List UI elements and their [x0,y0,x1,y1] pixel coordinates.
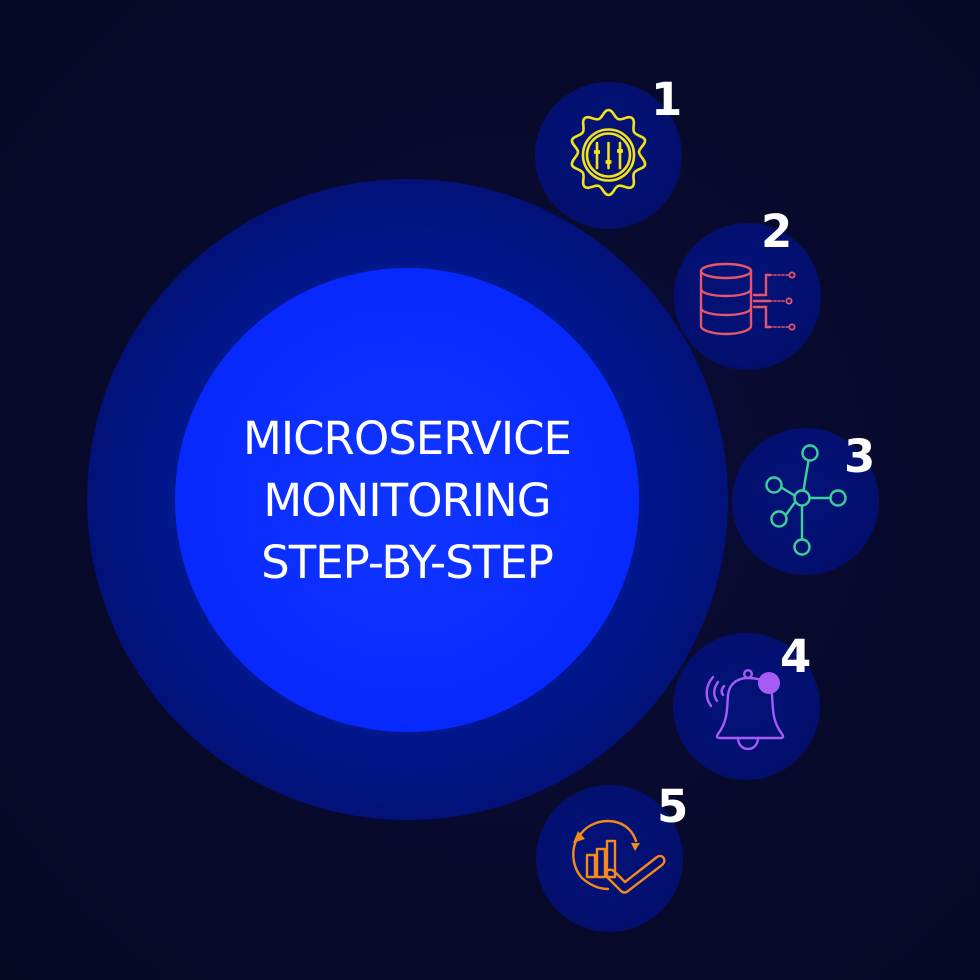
step-2-circle [674,223,821,370]
step-4-circle [673,633,820,780]
step-1-circle [535,82,682,229]
title-line-1: MICROSERVICE [243,412,572,465]
page-title: MICROSERVICE MONITORING STEP-BY-STEP [243,408,572,594]
title-line-2: MONITORING [263,474,551,527]
step-5-number: 5 [657,780,689,833]
chart-cycle-check-icon [572,819,666,894]
center-circle: MICROSERVICE MONITORING STEP-BY-STEP [175,268,639,732]
step-2-number: 2 [761,205,793,258]
alert-bell-icon [705,669,785,751]
step-3-number: 3 [844,430,876,483]
step-4-number: 4 [780,630,812,683]
step-3-circle [732,428,879,575]
gear-sliders-icon [570,108,647,197]
title-line-3: STEP-BY-STEP [261,536,554,589]
step-5-circle [536,785,683,932]
network-nodes-icon [765,444,847,556]
step-1-number: 1 [651,73,683,126]
database-connections-icon [699,262,796,336]
